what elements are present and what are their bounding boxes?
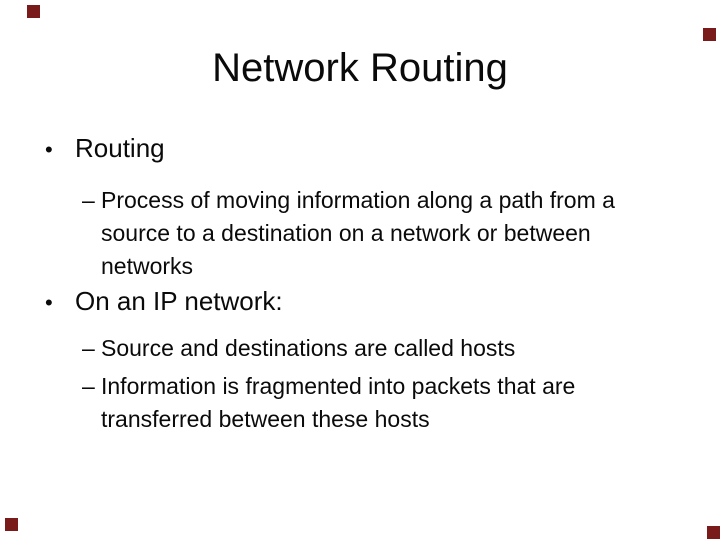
sub-bullet-line: –Source and destinations are called host…: [82, 332, 692, 365]
bullet-dot-icon: •: [45, 290, 53, 315]
sub-bullet-line: source to a destination on a network or …: [101, 220, 591, 246]
sub-bullet-process: –Process of moving information along a p…: [82, 184, 692, 283]
corner-marker-top-right: [703, 28, 716, 41]
dash-icon: –: [82, 335, 95, 361]
sub-bullet-text: Information is fragmented into packets t…: [101, 373, 576, 399]
bullet-label: Routing: [75, 133, 165, 163]
page-title: Network Routing: [212, 46, 508, 90]
dash-icon: –: [82, 187, 95, 213]
corner-marker-bottom-right: [707, 526, 720, 539]
bullet-item-routing: • Routing: [45, 131, 165, 167]
corner-marker-bottom-left: [5, 518, 18, 531]
bullet-dot-icon: •: [45, 137, 53, 162]
bullet-item-ip-network: • On an IP network:: [45, 284, 283, 320]
sub-bullet-line: networks: [101, 253, 194, 279]
sub-bullet-packets: –Information is fragmented into packets …: [82, 370, 692, 436]
sub-bullet-text: Source and destinations are called hosts: [101, 335, 516, 361]
sub-bullet-line: transferred between these hosts: [101, 406, 430, 432]
sub-bullet-hosts: –Source and destinations are called host…: [82, 332, 692, 365]
sub-bullet-line: –Information is fragmented into packets …: [82, 370, 692, 403]
bullet-label: On an IP network:: [75, 286, 283, 316]
corner-marker-top-left: [27, 5, 40, 18]
dash-icon: –: [82, 373, 95, 399]
sub-bullet-text: Process of moving information along a pa…: [101, 187, 615, 213]
sub-bullet-line: –Process of moving information along a p…: [82, 184, 692, 217]
